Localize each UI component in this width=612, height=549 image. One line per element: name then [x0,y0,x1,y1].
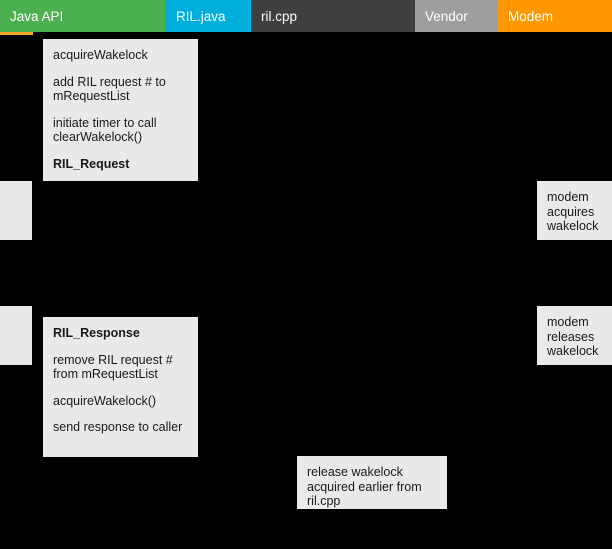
note-modem-acquires-text: modem acquires wakelock [547,190,599,233]
note-ril-response[interactable]: RIL_Response remove RIL request # from m… [43,317,198,457]
note-left-clipped-bottom[interactable] [0,306,32,365]
note-ril-response-line-1: remove RIL request # from mRequestList [53,352,173,382]
lane-java-api[interactable]: Java API [0,0,166,32]
note-release-wakelock[interactable]: release wakelock acquired earlier from r… [297,456,447,509]
note-ril-response-line-2: acquireWakelock() [53,393,157,408]
note-release-wakelock-text: release wakelock acquired earlier from r… [307,465,422,508]
note-modem-acquires-wakelock[interactable]: modem acquires wakelock [537,181,612,240]
note-ril-request[interactable]: acquireWakelock add RIL request # to mRe… [43,39,198,181]
note-ril-request-title: RIL_Request [53,156,130,171]
note-modem-releases-wakelock[interactable]: modem releases wakelock [537,306,612,365]
lane-ril-cpp-label: ril.cpp [261,8,298,24]
lane-ril-cpp[interactable]: ril.cpp [251,0,415,32]
lane-header-bar: Java API RIL.java ril.cpp Vendor Modem [0,0,612,32]
note-ril-request-line-1: acquireWakelock [53,48,148,62]
note-left-clipped-top[interactable] [0,181,32,240]
lane-java-api-label: Java API [10,8,64,24]
lane-vendor-label: Vendor [425,8,468,24]
lane-accent-underline [0,32,33,35]
lane-ril-java[interactable]: RIL.java [166,0,251,32]
note-ril-request-line-3: initiate timer to call clearWakelock() [53,115,157,145]
note-ril-request-line-2: add RIL request # to mRequestList [53,74,166,104]
note-ril-response-line-3: send response to caller [53,420,183,434]
lane-modem[interactable]: Modem [498,0,612,32]
note-modem-releases-text: modem releases wakelock [547,315,599,358]
lane-vendor[interactable]: Vendor [415,0,498,32]
lane-modem-label: Modem [508,8,554,24]
note-ril-response-title: RIL_Response [53,326,140,340]
lane-ril-java-label: RIL.java [176,8,226,24]
